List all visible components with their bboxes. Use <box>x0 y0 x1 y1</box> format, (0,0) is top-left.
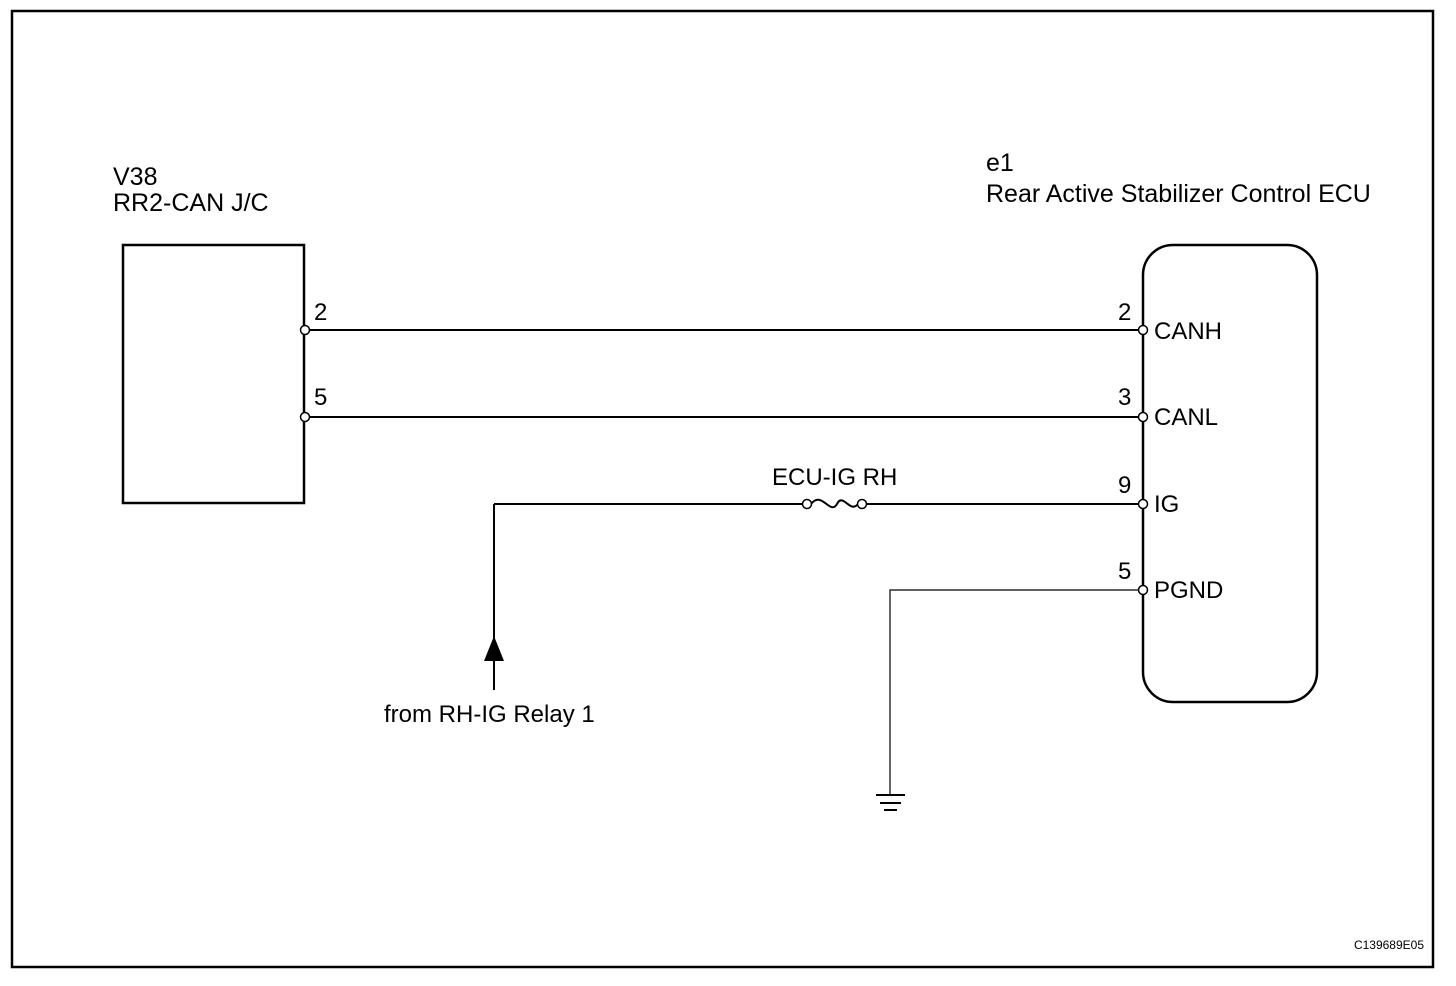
left-component-code: V38 <box>113 163 157 191</box>
ecu-pin-canl-label: CANL <box>1154 404 1218 431</box>
fuse-symbol <box>810 498 859 509</box>
ecu-pin-9-number: 9 <box>1118 472 1131 499</box>
right-component-code: e1 <box>986 149 1014 177</box>
ecu-pin-pgnd-label: PGND <box>1154 577 1223 604</box>
pgnd-wire <box>889 589 1143 794</box>
power-arrow-icon <box>484 636 504 661</box>
ecu-terminal-9 <box>1137 498 1149 510</box>
fuse-label: ECU-IG RH <box>772 464 897 491</box>
right-component-name: Rear Active Stabilizer Control ECU <box>986 180 1371 208</box>
junction-connector-v38: V38 RR2-CAN J/C 2 5 <box>113 163 327 505</box>
left-terminal-2 <box>299 324 311 336</box>
ecu-terminal-3 <box>1137 411 1149 423</box>
ground-circuit <box>876 589 1143 811</box>
ecu-box <box>1141 243 1319 704</box>
ecu-e1: e1 Rear Active Stabilizer Control ECU 2 … <box>986 149 1371 704</box>
fuse-terminal-right <box>856 498 868 510</box>
figure-code: C139689E05 <box>1354 938 1424 952</box>
fuse-terminal-left <box>801 498 813 510</box>
left-component-name: RR2-CAN J/C <box>113 189 269 217</box>
diagram-frame <box>10 9 1435 969</box>
ecu-pin-3-number: 3 <box>1118 384 1131 411</box>
ig-circuit: ECU-IG RH from RH-IG Relay 1 <box>384 464 1143 728</box>
ecu-terminal-2 <box>1137 324 1149 336</box>
ecu-pin-ig-label: IG <box>1154 491 1179 518</box>
ecu-pin-5-number: 5 <box>1118 558 1131 585</box>
ecu-terminal-5 <box>1137 584 1149 596</box>
left-terminal-5 <box>299 411 311 423</box>
ecu-pin-canh-label: CANH <box>1154 318 1222 345</box>
junction-connector-box <box>121 243 306 505</box>
ecu-pin-2-number: 2 <box>1118 299 1131 326</box>
left-pin-2-label: 2 <box>314 299 327 326</box>
left-pin-5-label: 5 <box>314 384 327 411</box>
power-source-label: from RH-IG Relay 1 <box>384 701 595 728</box>
